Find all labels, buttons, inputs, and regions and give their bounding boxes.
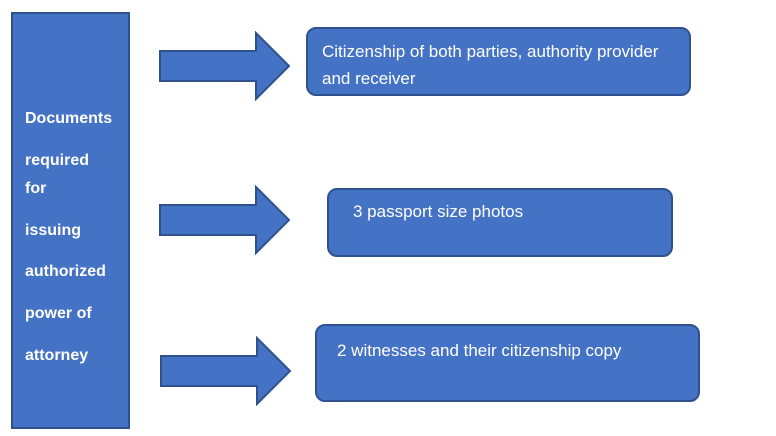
source-line: required — [25, 152, 90, 169]
item-text: Citizenship of both parties, authority p… — [322, 42, 659, 88]
item-text: 3 passport size photos — [353, 202, 524, 221]
source-line: issuing — [25, 222, 82, 239]
item-text: 2 witnesses and their citizenship copy — [337, 341, 622, 360]
source-line: Documents — [25, 110, 113, 127]
source-line: attorney — [25, 347, 89, 364]
arrow-to-item-3 — [159, 336, 293, 406]
source-line: power of — [25, 305, 92, 322]
item-box-witnesses: 2 witnesses and their citizenship copy — [315, 324, 700, 402]
item-box-citizenship: Citizenship of both parties, authority p… — [306, 27, 691, 96]
source-box: Documents required for issuing authorize… — [11, 12, 130, 429]
arrow-to-item-2 — [158, 185, 292, 255]
item-box-photos: 3 passport size photos — [327, 188, 673, 257]
source-line: for — [25, 180, 47, 197]
arrow-to-item-1 — [158, 31, 292, 101]
source-line: authorized — [25, 263, 106, 280]
